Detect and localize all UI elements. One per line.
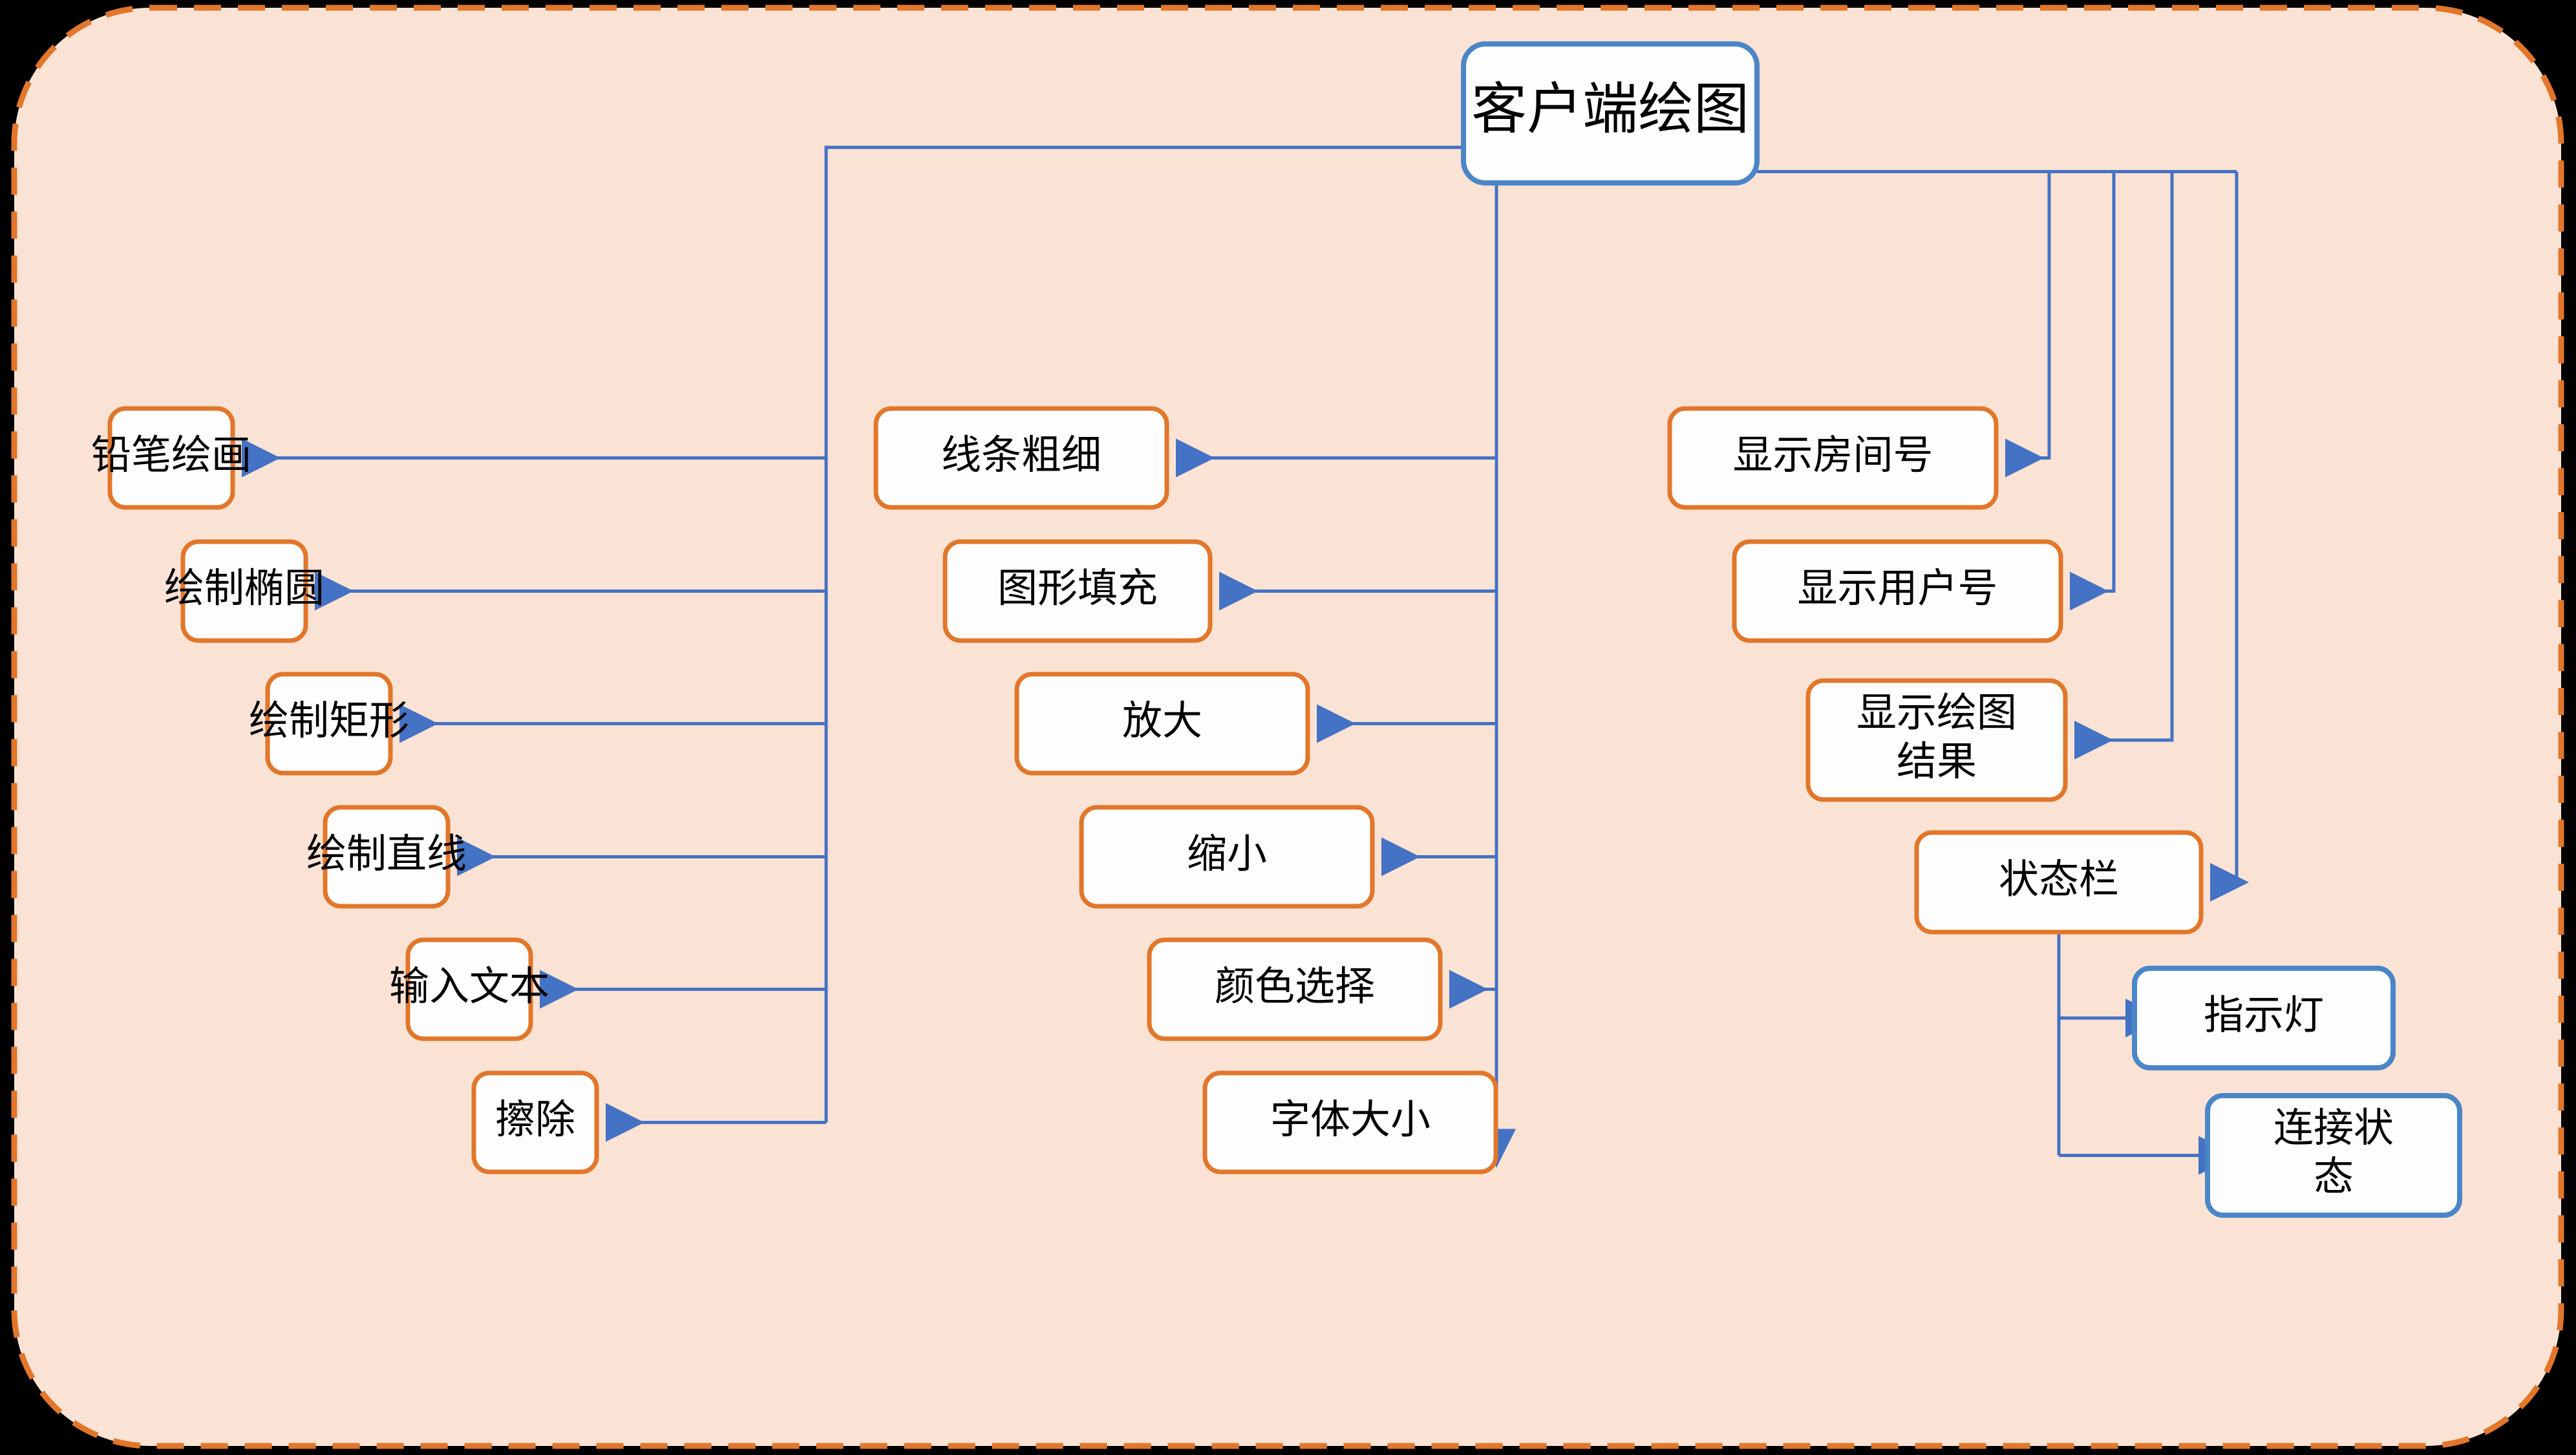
node-label: 字体大小	[1270, 1098, 1431, 1142]
node-box	[1079, 805, 1375, 909]
node-label: 状态栏	[1999, 857, 2119, 902]
node-label: 显示房间号	[1732, 433, 1933, 478]
node-rect[interactable]: 绘制矩形	[249, 672, 409, 776]
node-label: 缩小	[1187, 832, 1267, 876]
node-label: 铅笔绘画	[91, 433, 251, 478]
node-label: 绘制直线	[306, 832, 467, 876]
connector	[2210, 171, 2249, 902]
node-box	[1147, 937, 1443, 1041]
node-label: 输入文本	[389, 964, 549, 1009]
node-label: 颜色选择	[1215, 964, 1375, 1009]
node-box	[265, 672, 393, 776]
node-indicator[interactable]: 指示灯	[2132, 966, 2396, 1070]
node-label: 态	[2314, 1155, 2354, 1200]
node-text[interactable]: 输入文本	[389, 937, 549, 1041]
connector	[2005, 171, 2051, 478]
node-label: 擦除	[495, 1098, 575, 1142]
node-box	[1914, 830, 2204, 935]
node-box	[180, 539, 308, 643]
node-line[interactable]: 绘制直线	[306, 805, 467, 909]
node-erase[interactable]: 擦除	[471, 1070, 599, 1174]
node-label: 绘制矩形	[249, 699, 409, 743]
node-box	[2132, 966, 2396, 1070]
node-label: 线条粗细	[941, 433, 1102, 478]
node-zoomin[interactable]: 放大	[1014, 672, 1310, 776]
node-userno[interactable]: 显示用户号	[1732, 539, 2063, 643]
node-ellipse[interactable]: 绘制椭圆	[164, 539, 325, 643]
node-box	[1461, 41, 1760, 186]
node-box	[873, 406, 1169, 510]
connector	[2074, 171, 2174, 759]
node-box	[1805, 678, 2068, 802]
node-box	[1667, 406, 1999, 510]
node-roomno[interactable]: 显示房间号	[1667, 406, 1999, 510]
node-status[interactable]: 状态栏	[1914, 830, 2204, 935]
node-color[interactable]: 颜色选择	[1147, 937, 1443, 1041]
node-fill[interactable]: 图形填充	[942, 539, 1213, 643]
node-box	[405, 937, 533, 1041]
node-fontsize[interactable]: 字体大小	[1202, 1070, 1498, 1174]
node-label: 绘制椭圆	[164, 566, 325, 611]
node-label: 结果	[1897, 739, 1977, 784]
node-box	[1014, 672, 1310, 776]
connector	[824, 145, 1464, 1123]
node-pencil[interactable]: 铅笔绘画	[91, 406, 251, 510]
node-box	[323, 805, 451, 909]
node-label: 显示绘图	[1857, 691, 2017, 736]
node-label: 显示用户号	[1797, 566, 1997, 611]
node-box	[2205, 1093, 2462, 1218]
node-label: 客户端绘图	[1471, 78, 1749, 140]
node-box	[1202, 1070, 1498, 1174]
node-label: 连接状	[2273, 1106, 2394, 1151]
node-box	[471, 1070, 599, 1174]
node-root[interactable]: 客户端绘图	[1461, 41, 1760, 186]
node-box	[942, 539, 1213, 643]
node-box	[1732, 539, 2063, 643]
node-label: 指示灯	[2204, 993, 2324, 1037]
node-zoomout[interactable]: 缩小	[1079, 805, 1375, 909]
node-label: 放大	[1122, 699, 1202, 743]
connector	[2070, 171, 2116, 611]
node-box	[107, 406, 235, 510]
connector-layer	[242, 145, 2249, 1175]
node-label: 图形填充	[997, 566, 1158, 611]
node-linewidth[interactable]: 线条粗细	[873, 406, 1169, 510]
